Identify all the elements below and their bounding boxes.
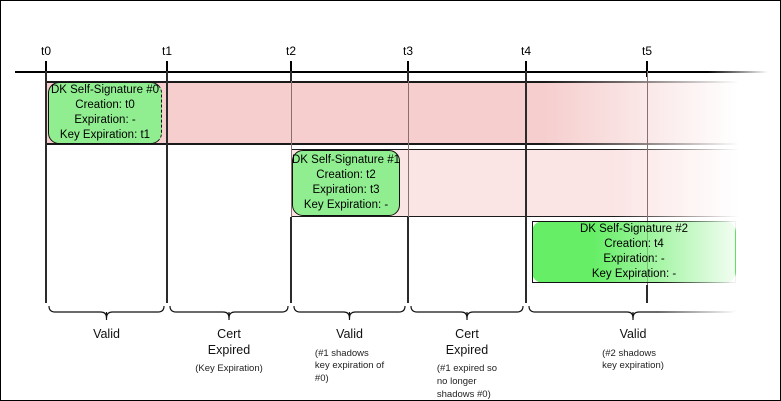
- gridline-t0: [45, 71, 47, 303]
- segment-valid-t4-end: Valid (#2 shadows key expiration): [528, 305, 738, 373]
- segment-valid-t4-end-sublabel: (#2 shadows key expiration): [602, 347, 664, 372]
- segment-valid-t4-end-label: Valid: [619, 327, 647, 341]
- signature-1-line-3: Key Expiration: -: [303, 199, 389, 212]
- gridline-t5: [647, 71, 648, 303]
- axis-tick-mark-t5: [646, 61, 648, 77]
- signature-2-line-1: Creation: t4: [604, 237, 664, 250]
- timeline-axis: [15, 71, 768, 73]
- axis-tick-mark-t2: [290, 61, 292, 77]
- segment-cert-expired-t1-t2-brace: [169, 305, 289, 320]
- segment-cert-expired-t1-t2-label: Cert Expired: [207, 327, 251, 357]
- signature-0-line-2: Expiration: -: [74, 114, 136, 126]
- segment-valid-t2-t3-label: Valid: [336, 327, 363, 341]
- axis-tick-label-t3: t3: [402, 44, 414, 58]
- segment-cert-expired-t3-t4-brace: [410, 305, 524, 320]
- segment-cert-expired-t3-t4: Cert Expired (#1 expired so no longer sha…: [410, 305, 524, 400]
- segment-valid-t0-t1-label: Valid: [93, 327, 120, 341]
- segment-valid-t4-end-brace: [528, 305, 738, 320]
- gridline-t2: [291, 71, 292, 303]
- axis-tick-mark-t1: [166, 61, 168, 77]
- segment-valid-t0-t1: Valid: [48, 305, 165, 343]
- segment-valid-t2-t3-sublabel: (#1 shadows key expiration of #0): [314, 347, 385, 385]
- segment-valid-t0-t1-brace: [48, 305, 165, 320]
- axis-tick-mark-t3: [407, 61, 409, 77]
- gridline-t4: [525, 71, 527, 303]
- segment-cert-expired-t3-t4-sublabel: (#1 expired so no longer shadows #0): [436, 363, 498, 400]
- gridline-strong-t5: [646, 285, 648, 303]
- segment-valid-t2-t3-brace: [293, 305, 406, 320]
- gridline-strong-t3: [407, 217, 409, 303]
- signature-2-line-2: Expiration: -: [603, 253, 665, 265]
- segment-cert-expired-t1-t2: Cert Expired (Key Expiration): [169, 305, 289, 376]
- segment-valid-t2-t3: Valid (#1 shadows key expiration of #0): [293, 305, 406, 386]
- axis-tick-label-t5: t5: [641, 44, 653, 58]
- signature-1-line-1: Creation: t2: [316, 168, 376, 181]
- signature-0-line-1: Creation: t0: [75, 98, 135, 111]
- segment-cert-expired-t3-t4-label: Cert Expired: [445, 327, 489, 357]
- gridline-strong-t2: [290, 217, 292, 303]
- gridline-upper-t3: [407, 71, 409, 81]
- signature-2-box: DK Self-Signature #2 Creation: t4 Expirati…: [532, 221, 736, 283]
- gridline-upper-t2: [290, 71, 292, 81]
- segment-cert-expired-t1-t2-sublabel: (Key Expiration): [195, 363, 263, 375]
- signature-0-line-3: Key Expiration: t1: [59, 129, 151, 142]
- axis-tick-label-t0: t0: [40, 44, 52, 58]
- axis-tick-label-t2: t2: [285, 44, 297, 58]
- signature-2-line-0: DK Self-Signature #2: [579, 222, 689, 235]
- axis-tick-mark-t4: [525, 61, 527, 77]
- signature-1-line-0: DK Self-Signature #1: [291, 153, 401, 166]
- signature-1-line-2: Expiration: t3: [312, 184, 380, 196]
- gridline-t1: [166, 71, 168, 303]
- gridline-t3: [408, 71, 409, 303]
- signature-0-line-0: DK Self-Signature #0: [50, 83, 160, 96]
- axis-tick-label-t4: t4: [520, 44, 532, 58]
- signature-2-line-3: Key Expiration: -: [591, 268, 677, 281]
- axis-tick-mark-t0: [45, 61, 47, 77]
- axis-tick-label-t1: t1: [161, 44, 173, 58]
- signature-1-box: DK Self-Signature #1 Creation: t2 Expirati…: [292, 150, 400, 216]
- signature-0-box: DK Self-Signature #0 Creation: t0 Expirati…: [48, 82, 162, 144]
